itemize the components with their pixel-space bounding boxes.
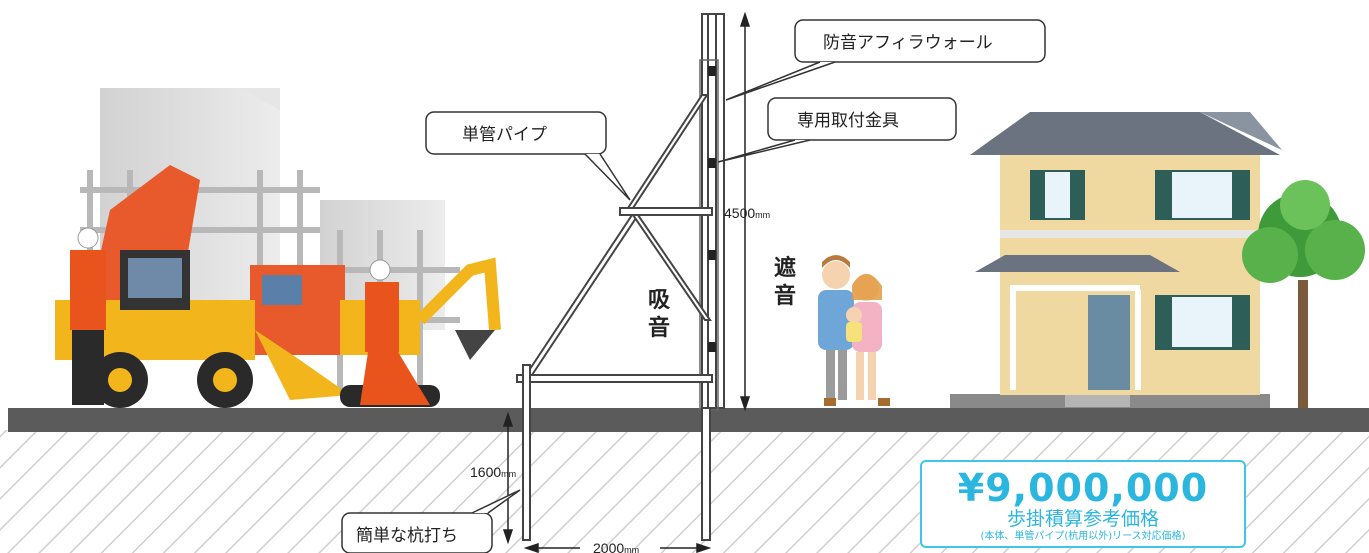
mount-bracket	[708, 250, 716, 260]
callout-pipe: 単管パイプ	[425, 111, 631, 201]
callout-pile: 簡単な杭打ち	[341, 489, 521, 553]
absorb-label-char-1: 吸	[648, 288, 671, 313]
price-note: (本体、単管パイプ(杭用以外)リース対応価格)	[980, 531, 1186, 542]
price-box: ¥9,000,000 歩掛積算参考価格 (本体、単管パイプ(杭用以外)リース対応…	[920, 460, 1246, 548]
mount-bracket	[708, 158, 716, 168]
shield-label-char-1: 遮	[774, 255, 796, 281]
price-label: 歩掛積算参考価格	[1006, 508, 1159, 530]
callout-wall: 防音アフィラウォール	[725, 19, 1046, 101]
dimension-depth-label: 1600mm	[470, 464, 516, 480]
wall-structure	[516, 13, 725, 541]
mount-bracket	[708, 66, 716, 76]
dimension-lines	[502, 11, 751, 553]
tree-illustration	[1242, 180, 1365, 408]
dimension-height-label: 4500mm	[724, 205, 770, 221]
shield-label-char-2: 音	[774, 283, 796, 309]
price-amount: ¥9,000,000	[957, 466, 1209, 510]
family-illustration	[818, 255, 890, 406]
dimension-span-label: 2000mm	[593, 540, 639, 553]
svg-text:単管パイプ: 単管パイプ	[462, 125, 547, 145]
mount-bracket	[708, 342, 716, 352]
svg-text:防音アフィラウォール: 防音アフィラウォール	[823, 33, 993, 53]
ground-surface	[8, 408, 1369, 432]
svg-text:専用取付金具: 専用取付金具	[797, 111, 899, 131]
construction-site-illustration	[55, 88, 501, 408]
svg-text:簡単な杭打ち: 簡単な杭打ち	[356, 526, 458, 546]
single-pipe-frame	[516, 94, 713, 541]
house-illustration	[950, 112, 1282, 408]
callout-bracket: 専用取付金具	[717, 97, 957, 163]
absorb-label-char-2: 音	[648, 315, 670, 341]
